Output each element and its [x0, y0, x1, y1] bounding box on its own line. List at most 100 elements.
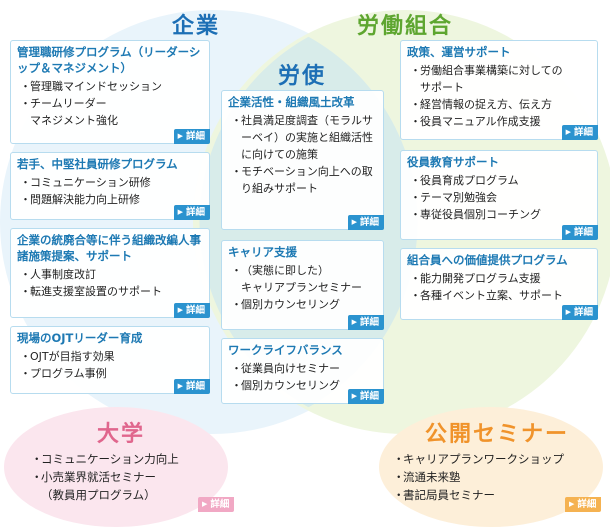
- triangle-right-icon: ▶: [177, 132, 183, 140]
- bullet-mark: ・: [410, 98, 421, 111]
- list-item: ・キャリアプランワークショップ: [390, 450, 590, 468]
- bullet-mark: ・: [20, 268, 31, 281]
- university-detail-button[interactable]: ▶詳細: [198, 497, 235, 512]
- card-title: 組合員への価値提供プログラム: [407, 253, 568, 267]
- bullet-mark: ・: [231, 298, 242, 311]
- university-list: ・コミュニケーション力向上・小売業界就活セミナー （教員用プログラム）: [28, 450, 218, 504]
- card-title: 役員教育サポート: [407, 155, 499, 169]
- young-staff-training-card: 若手、中堅社員研修プログラム ・コミュニケーション研修・問題解決能力向上研修 ▶…: [10, 152, 210, 220]
- bullet-mark: ・: [231, 362, 242, 375]
- list-item-text: チームリーダー マネジメント強化: [30, 97, 118, 127]
- list-item: ・小売業界就活セミナー （教員用プログラム）: [28, 468, 218, 504]
- list-item-text: 専従役員個別コーチング: [420, 208, 541, 221]
- list-item-text: モチベーション向上への取り組みサポート: [241, 165, 373, 195]
- bullet-mark: ・: [31, 452, 43, 466]
- list-item-text: 人事制度改訂: [30, 268, 96, 281]
- seminar-list: ・キャリアプランワークショップ・流通未来塾・書記局員セミナー: [390, 450, 590, 504]
- bullet-mark: ・: [231, 264, 242, 277]
- member-value-card: 組合員への価値提供プログラム ・能力開発プログラム支援・各種イベント立案、サポー…: [400, 248, 598, 320]
- list-item: ・モチベーション向上への取り組みサポート: [228, 163, 377, 197]
- manager-training-card: 管理職研修プログラム（リーダーシップ＆マネジメント） ・管理職マインドセッション…: [10, 40, 210, 144]
- list-item-text: テーマ別勉強会: [420, 191, 497, 204]
- list-item: ・（実態に即した） キャリアプランセミナー: [228, 262, 377, 296]
- list-item-text: 小売業界就活セミナー （教員用プログラム）: [41, 470, 156, 502]
- card-title: 政策、運営サポート: [407, 45, 511, 59]
- detail-button[interactable]: ▶詳細: [347, 315, 384, 330]
- ojt-leader-card: 現場のOJTリーダー育成 ・OJTが目指す効果・プログラム事例 ▶詳細: [10, 326, 210, 394]
- triangle-right-icon: ▶: [565, 228, 571, 236]
- list-item-text: キャリアプランワークショップ: [403, 452, 564, 466]
- list-item-text: 労働組合事業構築に対しての サポート: [420, 64, 563, 94]
- triangle-right-icon: ▶: [351, 392, 357, 400]
- detail-button[interactable]: ▶詳細: [561, 125, 598, 140]
- university-heading: 大学: [97, 422, 146, 447]
- list-item-text: 書記局員セミナー: [403, 488, 495, 502]
- list-item-text: 個別カウンセリング: [241, 379, 340, 392]
- list-item-text: 問題解決能力向上研修: [30, 193, 140, 206]
- bullet-mark: ・: [20, 80, 31, 93]
- list-item: ・問題解決能力向上研修: [17, 191, 203, 208]
- triangle-right-icon: ▶: [177, 382, 183, 390]
- list-item-text: 役員育成プログラム: [420, 174, 519, 187]
- triangle-right-icon: ▶: [177, 306, 183, 314]
- list-item: ・各種イベント立案、サポート: [407, 287, 591, 304]
- detail-button[interactable]: ▶詳細: [173, 129, 210, 144]
- bullet-mark: ・: [410, 191, 421, 204]
- bullet-mark: ・: [410, 174, 421, 187]
- list-item-text: コミュニケーション力向上: [41, 452, 179, 466]
- bullet-mark: ・: [410, 208, 421, 221]
- triangle-right-icon: ▶: [569, 500, 575, 508]
- card-title: 現場のOJTリーダー育成: [17, 331, 143, 345]
- bullet-mark: ・: [20, 193, 31, 206]
- policy-support-card: 政策、運営サポート ・労働組合事業構築に対しての サポート・経営情報の捉え方、伝…: [400, 40, 598, 140]
- list-item-text: 従業員向けセミナー: [241, 362, 340, 375]
- bullet-mark: ・: [20, 97, 31, 110]
- card-title: 企業活性・組織風土改革: [228, 95, 355, 109]
- card-title: 管理職研修プログラム（リーダーシップ＆マネジメント）: [17, 45, 201, 75]
- corporate-culture-card: 企業活性・組織風土改革 ・社員満足度調査（モラルサーベイ）の実施と組織活性に向け…: [221, 90, 384, 230]
- detail-button[interactable]: ▶詳細: [561, 305, 598, 320]
- triangle-right-icon: ▶: [351, 318, 357, 326]
- card-title: ワークライフバランス: [228, 343, 343, 357]
- detail-button[interactable]: ▶詳細: [347, 215, 384, 230]
- work-life-balance-card: ワークライフバランス ・従業員向けセミナー・個別カウンセリング ▶詳細: [221, 338, 384, 404]
- university-ellipse: [4, 407, 228, 527]
- card-title: 企業の統廃合等に伴う組織改編人事諸施策提案、サポート: [17, 233, 201, 263]
- bullet-mark: ・: [410, 115, 421, 128]
- bullet-mark: ・: [31, 470, 43, 484]
- card-title: 若手、中堅社員研修プログラム: [17, 157, 178, 171]
- reorganization-support-card: 企業の統廃合等に伴う組織改編人事諸施策提案、サポート ・人事制度改訂・転進支援室…: [10, 228, 210, 318]
- company-heading: 企業: [172, 14, 221, 39]
- list-item: ・流通未来塾: [390, 468, 590, 486]
- detail-button[interactable]: ▶詳細: [173, 379, 210, 394]
- bullet-mark: ・: [231, 379, 242, 392]
- list-item: ・経営情報の捉え方、伝え方: [407, 96, 591, 113]
- list-item: ・書記局員セミナー: [390, 486, 590, 504]
- bullet-mark: ・: [20, 350, 31, 363]
- triangle-right-icon: ▶: [351, 218, 357, 226]
- seminar-detail-button[interactable]: ▶詳細: [565, 497, 602, 512]
- list-item-text: 個別カウンセリング: [241, 298, 340, 311]
- list-item: ・専従役員個別コーチング: [407, 206, 591, 223]
- labor-mgmt-heading: 労使: [278, 64, 327, 89]
- list-item: ・個別カウンセリング: [228, 296, 377, 313]
- list-item: ・個別カウンセリング: [228, 377, 377, 394]
- list-item: ・社員満足度調査（モラルサーベイ）の実施と組織活性に向けての施策: [228, 112, 377, 163]
- list-item-text: 役員マニュアル作成支援: [420, 115, 541, 128]
- list-item: ・OJTが目指す効果: [17, 348, 203, 365]
- detail-button[interactable]: ▶詳細: [561, 225, 598, 240]
- list-item-text: 流通未来塾: [403, 470, 461, 484]
- list-item: ・コミュニケーション研修: [17, 174, 203, 191]
- list-item-text: コミュニケーション研修: [30, 176, 151, 189]
- detail-button[interactable]: ▶詳細: [173, 303, 210, 318]
- list-item: ・能力開発プログラム支援: [407, 270, 591, 287]
- list-item-text: 管理職マインドセッション: [30, 80, 162, 93]
- detail-button[interactable]: ▶詳細: [173, 205, 210, 220]
- list-item-text: 経営情報の捉え方、伝え方: [420, 98, 552, 111]
- bullet-mark: ・: [393, 488, 405, 502]
- card-title: キャリア支援: [228, 245, 297, 259]
- detail-button[interactable]: ▶詳細: [347, 389, 384, 404]
- bullet-mark: ・: [410, 272, 421, 285]
- bullet-mark: ・: [393, 452, 405, 466]
- list-item-text: 転進支援室設置のサポート: [30, 285, 162, 298]
